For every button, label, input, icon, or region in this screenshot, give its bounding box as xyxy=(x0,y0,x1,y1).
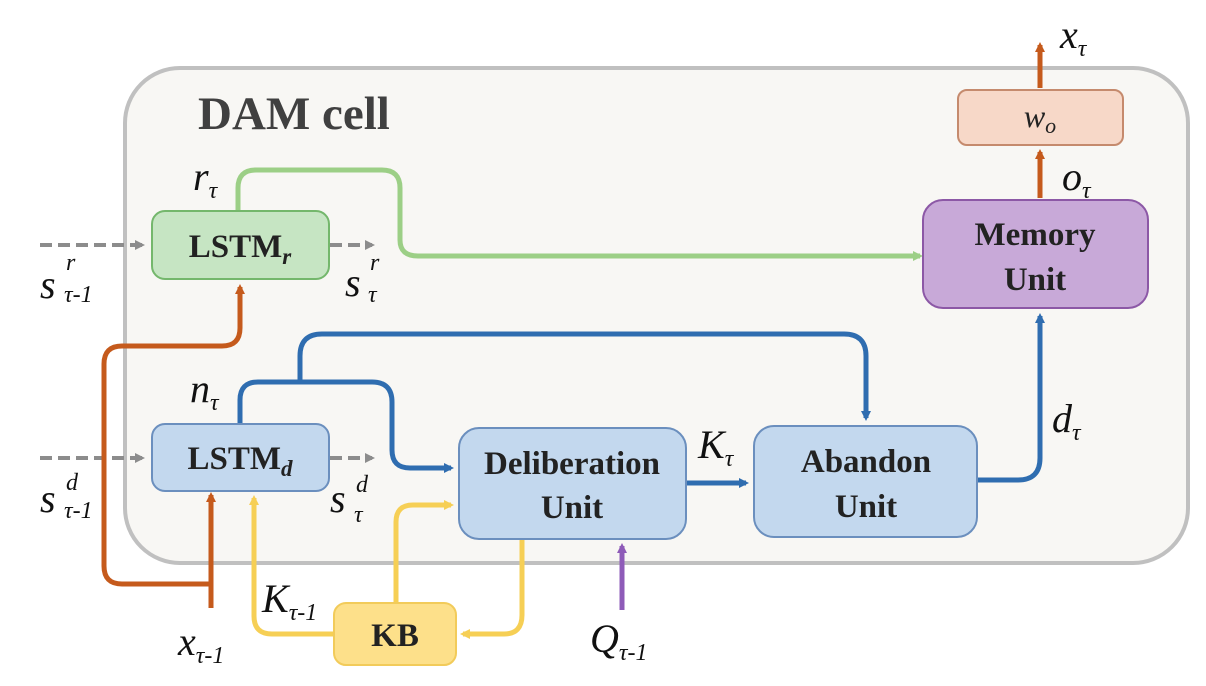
abandon-line1: Abandon xyxy=(801,444,931,480)
k-tau-label: K xyxy=(697,422,727,467)
lstm-d-subscript: d xyxy=(281,456,293,481)
s-d-prev-label: s d τ-1 xyxy=(40,470,93,524)
kb-to-deliberation-arrow xyxy=(393,500,454,604)
s-r-prev-label: s r τ-1 xyxy=(40,250,93,308)
d-tau-arrow xyxy=(978,313,1045,483)
abandon-unit-box: Abandon Unit xyxy=(753,425,978,538)
svg-text:oτ: oτ xyxy=(1062,154,1092,204)
memory-line1: Memory xyxy=(975,217,1096,253)
svg-text:τ-1: τ-1 xyxy=(64,498,93,524)
svg-text:s: s xyxy=(330,476,346,521)
wo-subscript: o xyxy=(1045,113,1056,138)
svg-text:xτ: xτ xyxy=(1059,12,1088,62)
lstm-r-box: LSTMr xyxy=(151,210,330,280)
svg-text:s: s xyxy=(40,476,56,521)
q-tau-prev-label: Q xyxy=(590,616,619,661)
deliberation-to-kb-arrow xyxy=(460,539,525,639)
s-r-label: s r τ xyxy=(345,250,380,308)
deliberation-unit-box: Deliberation Unit xyxy=(458,427,687,540)
abandon-line2: Unit xyxy=(835,489,897,525)
svg-text:LSTMr: LSTMr xyxy=(189,229,293,269)
n-tau-sub: τ xyxy=(210,390,220,416)
lstm-d-box: LSTMd xyxy=(151,423,330,492)
memory-unit-box: Memory Unit xyxy=(922,199,1149,309)
r-tau-label: r xyxy=(193,154,209,199)
svg-text:τ: τ xyxy=(368,282,378,308)
d-tau-sub: τ xyxy=(1072,420,1082,446)
wo-box: wo xyxy=(957,89,1124,146)
lstm-r-subscript: r xyxy=(282,244,292,269)
svg-text:nτ: nτ xyxy=(190,366,220,416)
deliberation-line2: Unit xyxy=(541,490,603,526)
svg-text:r: r xyxy=(370,250,380,276)
svg-text:wo: wo xyxy=(1024,98,1056,138)
svg-text:LSTMd: LSTMd xyxy=(187,441,293,481)
r-tau-arrow xyxy=(235,167,923,261)
r-tau-sub: τ xyxy=(209,178,219,204)
deliberation-line1: Deliberation xyxy=(484,446,660,482)
n-tau-to-abandon-arrow xyxy=(297,331,871,421)
x-input-to-lstm-r-arrow xyxy=(101,284,245,587)
svg-text:Kτ-1: Kτ-1 xyxy=(261,576,317,626)
svg-text:s: s xyxy=(40,262,56,307)
k-tau-prev-label: K xyxy=(261,576,291,621)
wo-label: w xyxy=(1024,98,1046,134)
svg-text:rτ: rτ xyxy=(193,154,219,204)
k-tau-sub: τ xyxy=(725,446,735,472)
kb-label: KB xyxy=(371,618,419,654)
x-tau-prev-label: x xyxy=(177,619,196,664)
svg-text:d: d xyxy=(66,470,79,496)
o-tau-label: o xyxy=(1062,154,1082,199)
lstm-r-label: LSTM xyxy=(189,229,283,265)
svg-text:xτ-1: xτ-1 xyxy=(177,619,224,669)
k-tau-prev-sub: τ-1 xyxy=(289,600,318,626)
svg-text:s: s xyxy=(345,260,361,305)
n-tau-to-deliberation-arrow xyxy=(237,379,454,473)
svg-text:τ: τ xyxy=(354,502,364,528)
n-tau-label: n xyxy=(190,366,210,411)
svg-text:r: r xyxy=(66,250,76,276)
svg-text:dτ: dτ xyxy=(1052,396,1082,446)
lstm-d-label: LSTM xyxy=(187,441,281,477)
kb-to-lstm-d-arrow xyxy=(249,495,334,637)
cell-title: DAM cell xyxy=(198,88,390,140)
kb-box: KB xyxy=(333,602,457,666)
x-tau-label: x xyxy=(1059,12,1078,57)
x-tau-prev-sub: τ-1 xyxy=(196,643,225,669)
d-tau-label: d xyxy=(1052,396,1073,441)
svg-text:Kτ: Kτ xyxy=(697,422,735,472)
o-tau-sub: τ xyxy=(1082,178,1092,204)
svg-text:d: d xyxy=(356,472,369,498)
q-tau-prev-sub: τ-1 xyxy=(619,640,648,666)
x-tau-sub: τ xyxy=(1078,36,1088,62)
svg-text:Qτ-1: Qτ-1 xyxy=(590,616,647,666)
memory-line2: Unit xyxy=(1004,262,1066,298)
svg-text:τ-1: τ-1 xyxy=(64,282,93,308)
s-d-label: s d τ xyxy=(330,472,369,528)
